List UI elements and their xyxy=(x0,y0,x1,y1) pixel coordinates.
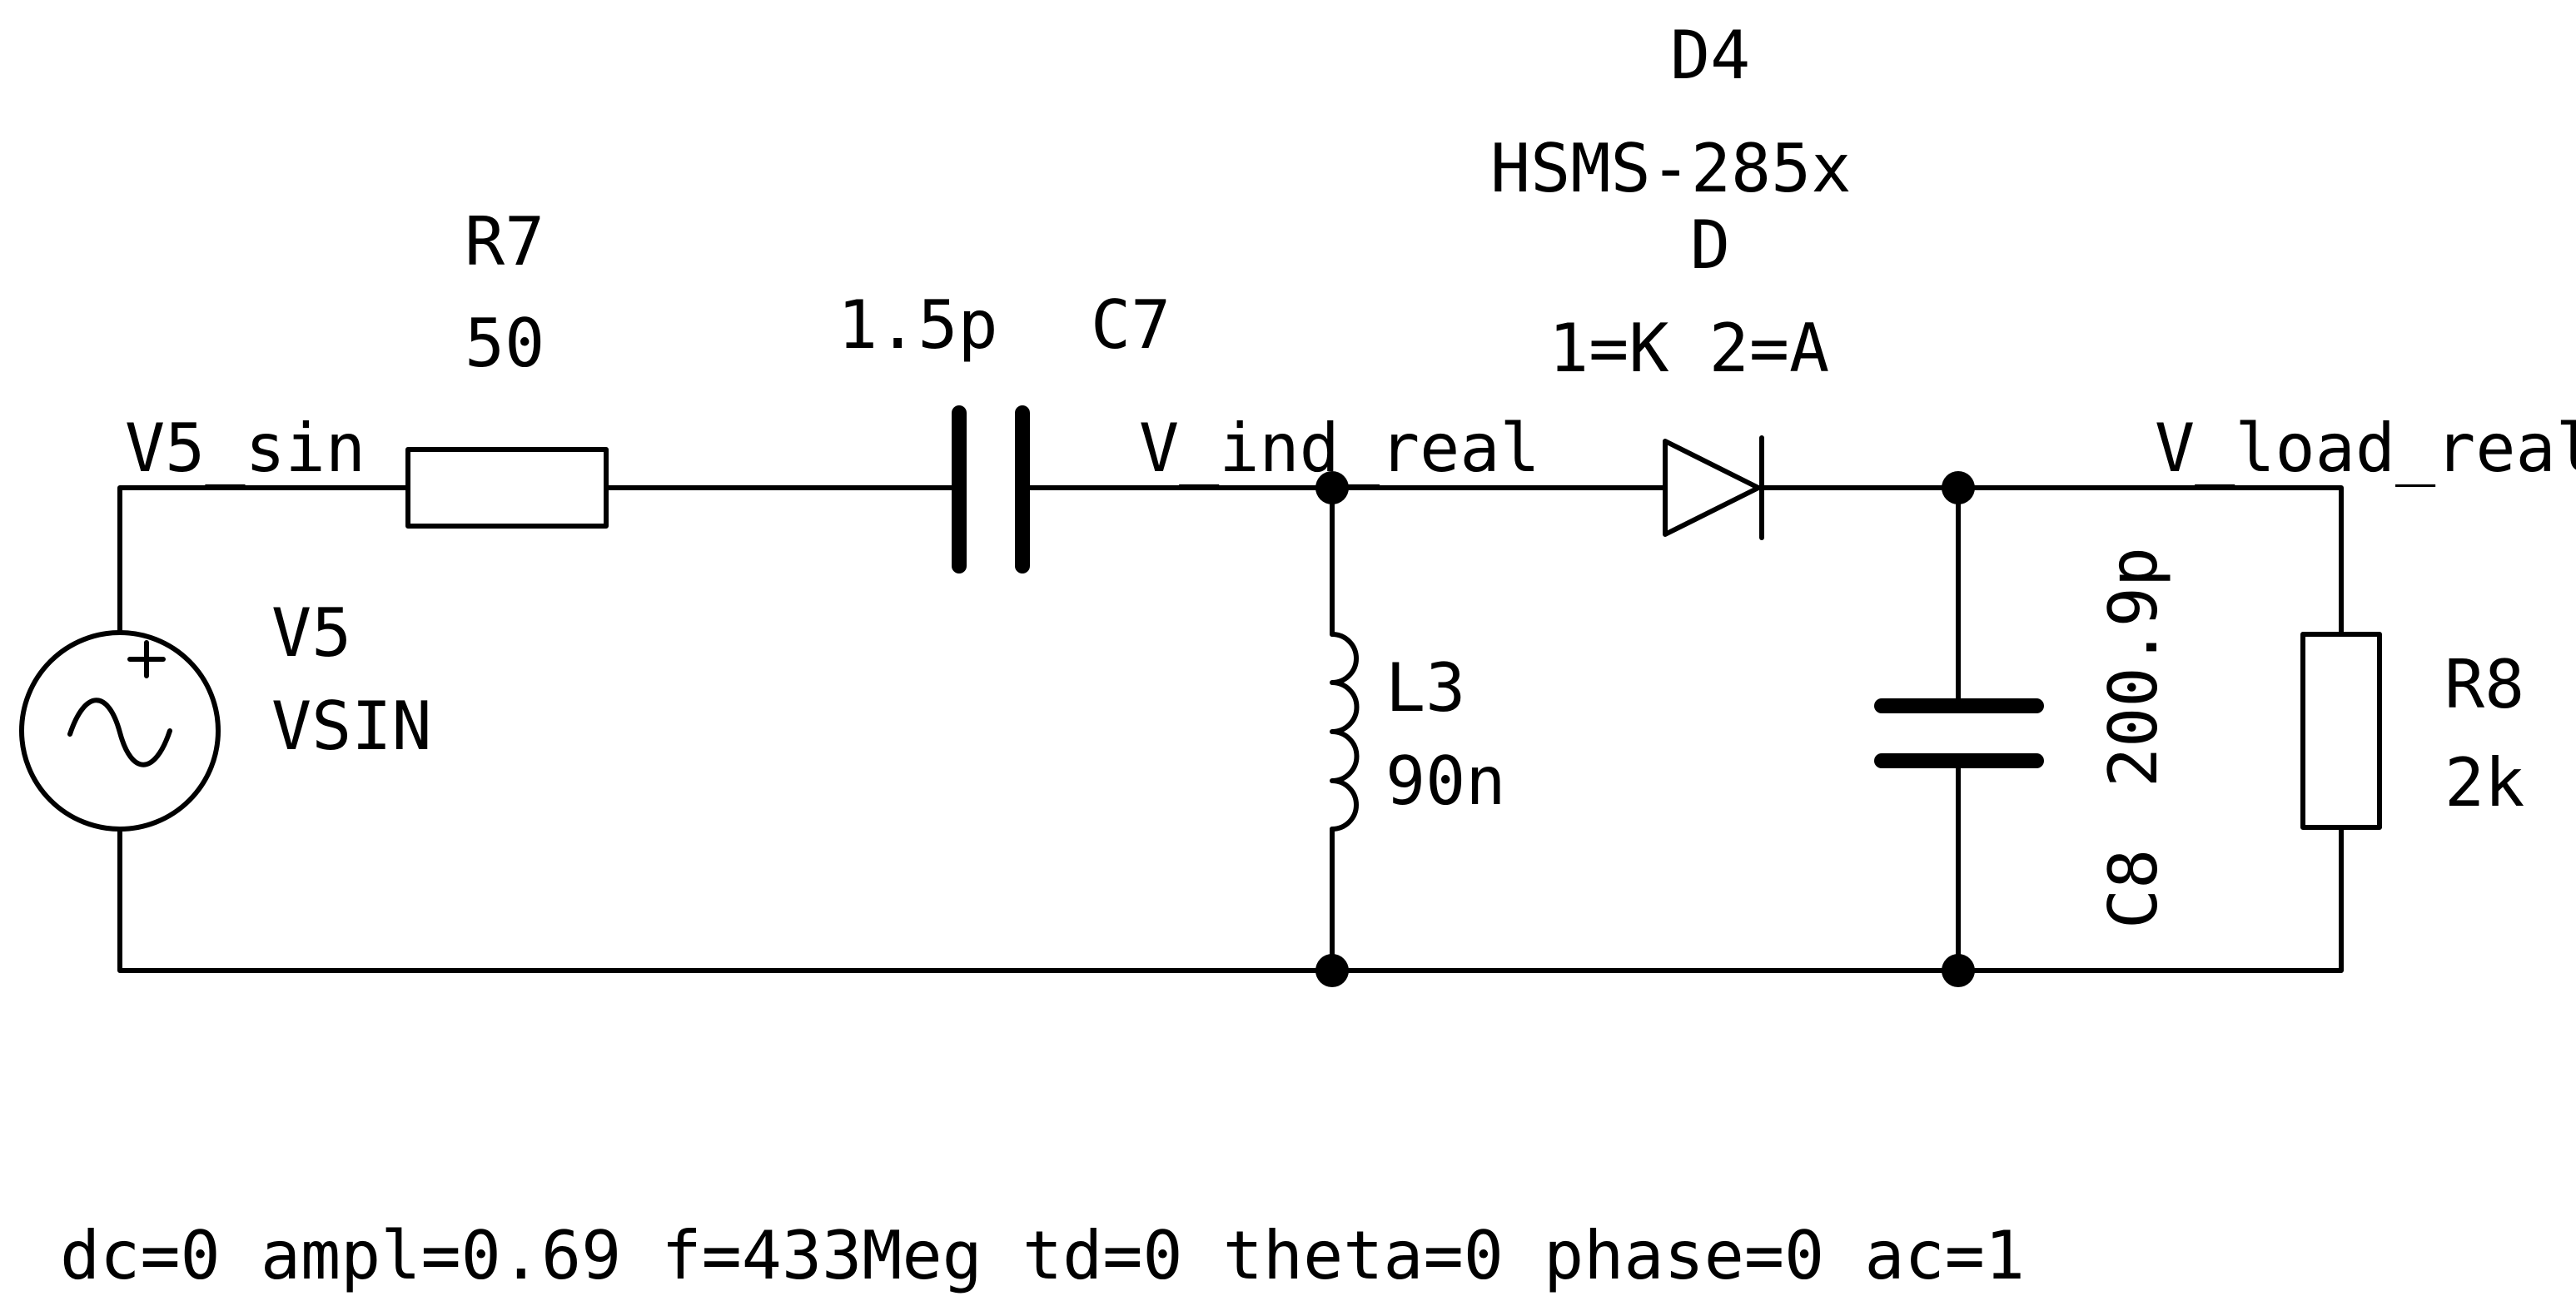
c7-ref-label: C7 xyxy=(1091,286,1171,364)
r8-value-label: 2k xyxy=(2444,744,2524,822)
wire-diode-to-load xyxy=(1759,485,2344,637)
diode-d4 xyxy=(1663,435,1764,540)
l3-ref-label: L3 xyxy=(1385,649,1465,727)
wires xyxy=(117,485,2344,973)
voltage-source-v5 xyxy=(19,630,221,832)
resistor-r7 xyxy=(405,447,609,529)
d4-model-label: HSMS-285x xyxy=(1490,130,1851,207)
wire-ground-return xyxy=(117,825,2344,973)
inductor-l3 xyxy=(1330,632,1360,832)
capacitor-c7 xyxy=(952,405,1030,574)
v5-ref-label: V5 xyxy=(271,594,351,672)
plus-icon xyxy=(127,640,166,678)
junction-dot xyxy=(1315,471,1349,504)
net-label-v5-sin: V5_sin xyxy=(125,410,366,487)
capacitor-c8 xyxy=(1874,698,2044,768)
diode-triangle xyxy=(1663,439,1761,537)
c7-value-label: 1.5p xyxy=(838,286,998,364)
c8-value-label: 200.9p xyxy=(2095,547,2172,787)
junction-dot xyxy=(1315,954,1349,987)
r8-ref-label: R8 xyxy=(2444,646,2524,723)
v5-type-label: VSIN xyxy=(271,688,432,765)
junction-dot xyxy=(1942,471,1975,504)
r7-ref-label: R7 xyxy=(465,203,545,281)
d4-type-label: D xyxy=(1690,206,1730,284)
resistor-r8 xyxy=(2300,632,2382,830)
d4-ref-label: D4 xyxy=(1670,17,1750,94)
net-label-v-ind-real: V_ind_real xyxy=(1139,410,1540,487)
r7-value-label: 50 xyxy=(465,305,545,382)
junctions xyxy=(1315,471,1975,987)
d4-pins-label: 1=K 2=A xyxy=(1549,310,1829,387)
junction-dot xyxy=(1942,954,1975,987)
c8-ref-label: C8 xyxy=(2095,849,2172,929)
wire-source-top xyxy=(117,485,410,635)
sine-wave-icon xyxy=(67,698,172,767)
source-parameters-text: dc=0 ampl=0.69 f=433Meg td=0 theta=0 pha… xyxy=(60,1217,2025,1294)
source-circle xyxy=(19,630,221,832)
net-label-v-load-real: V_load_real xyxy=(2155,410,2576,487)
l3-value-label: 90n xyxy=(1385,742,1506,820)
